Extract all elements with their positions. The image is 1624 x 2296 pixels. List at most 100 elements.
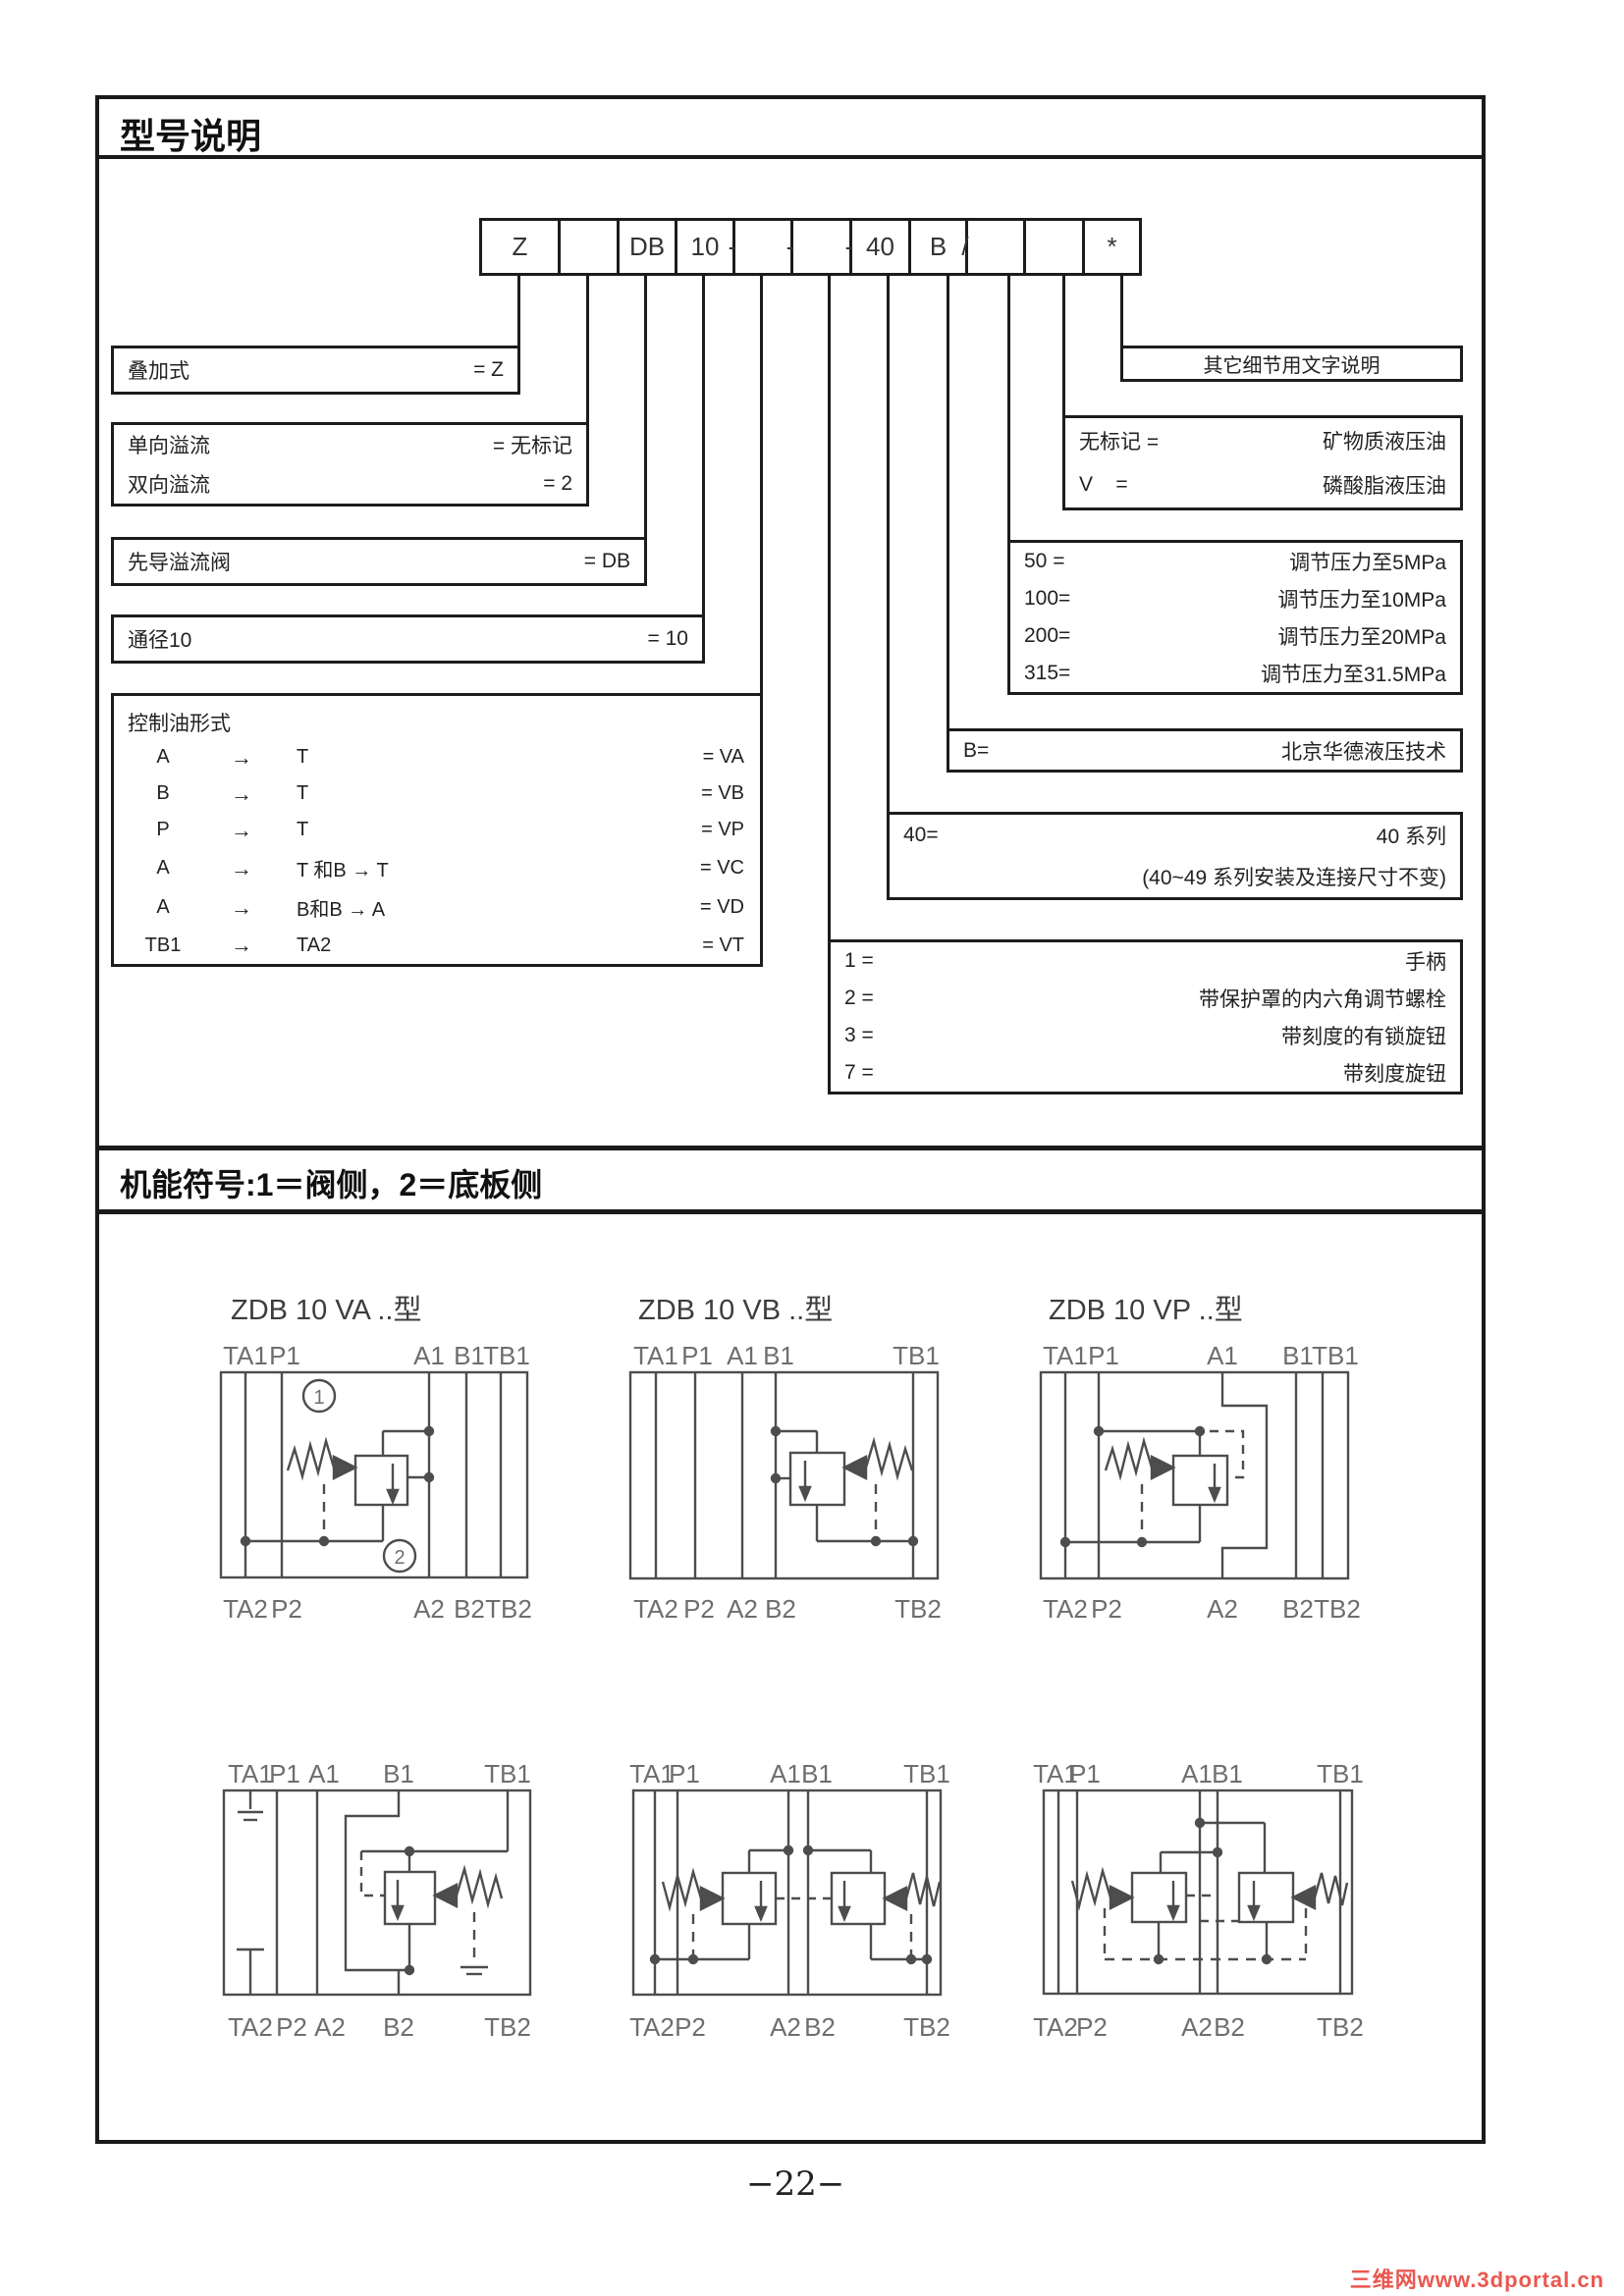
fluid-value: 磷酸脂液压油 bbox=[1323, 475, 1446, 499]
control-value: = VP bbox=[701, 819, 744, 841]
pressure-row: 315= 调节压力至31.5MPa bbox=[1010, 659, 1460, 688]
overflow-double-label: 双向溢流 bbox=[128, 474, 210, 497]
size-box: 通径10 = 10 bbox=[111, 614, 705, 664]
diagram-zdb10vb bbox=[628, 1370, 940, 1580]
control-from: A bbox=[156, 746, 170, 769]
control-from: TB1 bbox=[144, 934, 182, 956]
port-label: TA1 bbox=[629, 1759, 675, 1789]
callout-2-number: 2 bbox=[394, 1547, 405, 1569]
port-label: TB2 bbox=[894, 1594, 942, 1624]
port-label: A2 bbox=[1181, 2012, 1213, 2042]
control-oil-row: A → B和B → A = VD bbox=[114, 893, 760, 922]
size-label: 通径10 bbox=[128, 629, 192, 652]
port-label: P1 bbox=[1088, 1341, 1119, 1370]
port-label: TA1 bbox=[1033, 1759, 1078, 1789]
port-label: P2 bbox=[675, 2012, 706, 2042]
pressure-label: 200= bbox=[1024, 624, 1071, 647]
callout-1-icon bbox=[301, 1378, 337, 1414]
control-oil-title: 控制油形式 bbox=[128, 713, 231, 735]
port-label: TA1 bbox=[1043, 1341, 1088, 1370]
port-label: P2 bbox=[1076, 2012, 1108, 2042]
port-label: B2 bbox=[383, 2012, 414, 2042]
pressure-row: 100= 调节压力至10MPa bbox=[1010, 584, 1460, 614]
leader-line bbox=[1120, 274, 1123, 346]
code-dash-3: - bbox=[844, 232, 854, 261]
port-label: TB1 bbox=[893, 1341, 940, 1370]
arrow-icon: → bbox=[231, 894, 252, 920]
port-label: TA1 bbox=[223, 1341, 268, 1370]
other-details-box: 其它细节用文字说明 bbox=[1120, 346, 1463, 382]
adjustment-row: 7 = 带刻度旋钮 bbox=[831, 1058, 1460, 1088]
port-label: TA2 bbox=[228, 2012, 273, 2042]
series-note: (40~49 系列安装及连接尺寸不变) bbox=[1142, 867, 1446, 889]
port-label: B1 bbox=[383, 1759, 414, 1789]
port-label: B2 bbox=[765, 1594, 796, 1624]
adjustment-value: 手柄 bbox=[1405, 951, 1446, 974]
overflow-double-value: = 2 bbox=[543, 472, 572, 495]
port-label: A2 bbox=[727, 1594, 758, 1624]
control-from: P bbox=[156, 819, 170, 841]
diagram-vc bbox=[631, 1789, 943, 1997]
code-cell-star-text: * bbox=[1107, 232, 1117, 261]
code-cell-5 bbox=[732, 218, 793, 276]
port-label: TA1 bbox=[228, 1759, 273, 1789]
control-oil-row: TB1 → TA2 = VT bbox=[114, 933, 760, 958]
pilot-valve-box: 先导溢流阀 = DB bbox=[111, 537, 647, 586]
leader-line bbox=[947, 274, 949, 728]
code-cell-b-text: B bbox=[929, 232, 947, 261]
fluid-label: V = bbox=[1079, 473, 1128, 497]
series-row: 40= 40 系列 bbox=[890, 821, 1460, 850]
arrow-icon: → bbox=[231, 817, 252, 842]
port-label: TA2 bbox=[629, 2012, 675, 2042]
port-label: B1 bbox=[1282, 1341, 1314, 1370]
control-value: = VB bbox=[701, 782, 744, 805]
brand-value: 北京华德液压技术 bbox=[1281, 740, 1446, 764]
port-label: TB1 bbox=[903, 1759, 950, 1789]
brand-box: B= 北京华德液压技术 bbox=[947, 728, 1463, 773]
control-oil-rows: A → T = VA B → T = VB P → T = VP A → T 和… bbox=[114, 739, 760, 964]
diagram-title: ZDB 10 VP ..型 bbox=[1049, 1294, 1243, 1326]
diagram-zdb10va bbox=[219, 1370, 529, 1579]
brand-label: B= bbox=[963, 738, 990, 762]
callout-1-number: 1 bbox=[313, 1387, 324, 1409]
control-to: B和B → A bbox=[297, 899, 386, 922]
pressure-row: 50 = 调节压力至5MPa bbox=[1010, 547, 1460, 576]
control-to: T bbox=[297, 746, 309, 769]
control-from: B bbox=[156, 782, 170, 805]
code-cell-star: * bbox=[1082, 218, 1142, 276]
port-label: TB2 bbox=[485, 1594, 532, 1624]
leader-line bbox=[760, 274, 763, 693]
port-label: A2 bbox=[770, 2012, 801, 2042]
callout-2-icon bbox=[382, 1538, 417, 1574]
overflow-row-double: 双向溢流 = 2 bbox=[114, 469, 586, 499]
adjustment-box: 1 = 手柄 2 = 带保护罩的内六角调节螺栓 3 = 带刻度的有锁旋钮 7 =… bbox=[828, 939, 1463, 1095]
code-cell-10-text: 10 bbox=[690, 232, 720, 261]
control-oil-row: P → T = VP bbox=[114, 818, 760, 843]
port-label: P1 bbox=[1069, 1759, 1101, 1789]
port-label: B2 bbox=[1214, 2012, 1245, 2042]
code-dash-2: - bbox=[785, 232, 795, 261]
adjustment-value: 带刻度旋钮 bbox=[1343, 1063, 1446, 1086]
code-cell-10b bbox=[1023, 218, 1085, 276]
port-label: TA2 bbox=[1033, 2012, 1078, 2042]
port-label: TB1 bbox=[1312, 1341, 1359, 1370]
function-symbols-body bbox=[95, 1210, 1486, 2144]
pilot-valve-label: 先导溢流阀 bbox=[128, 552, 231, 574]
adjustment-label: 2 = bbox=[844, 987, 874, 1009]
section2-title: 机能符号:1＝阀侧，2＝底板侧 bbox=[120, 1167, 543, 1202]
arrow-icon: → bbox=[231, 744, 252, 770]
port-label: TB1 bbox=[484, 1759, 531, 1789]
page-number: −22− bbox=[746, 2164, 845, 2204]
code-cell-z-text: Z bbox=[512, 232, 528, 261]
control-to: T bbox=[297, 782, 309, 805]
leader-line bbox=[517, 274, 520, 346]
port-label: A1 bbox=[1181, 1759, 1213, 1789]
fluid-row: V = 磷酸脂液压油 bbox=[1065, 470, 1460, 500]
fluid-value: 矿物质液压油 bbox=[1323, 430, 1446, 454]
port-label: B1 bbox=[763, 1341, 794, 1370]
adjustment-row: 2 = 带保护罩的内六角调节螺栓 bbox=[831, 984, 1460, 1013]
series-value: 40 系列 bbox=[1376, 826, 1446, 848]
series-label: 40= bbox=[903, 824, 939, 846]
